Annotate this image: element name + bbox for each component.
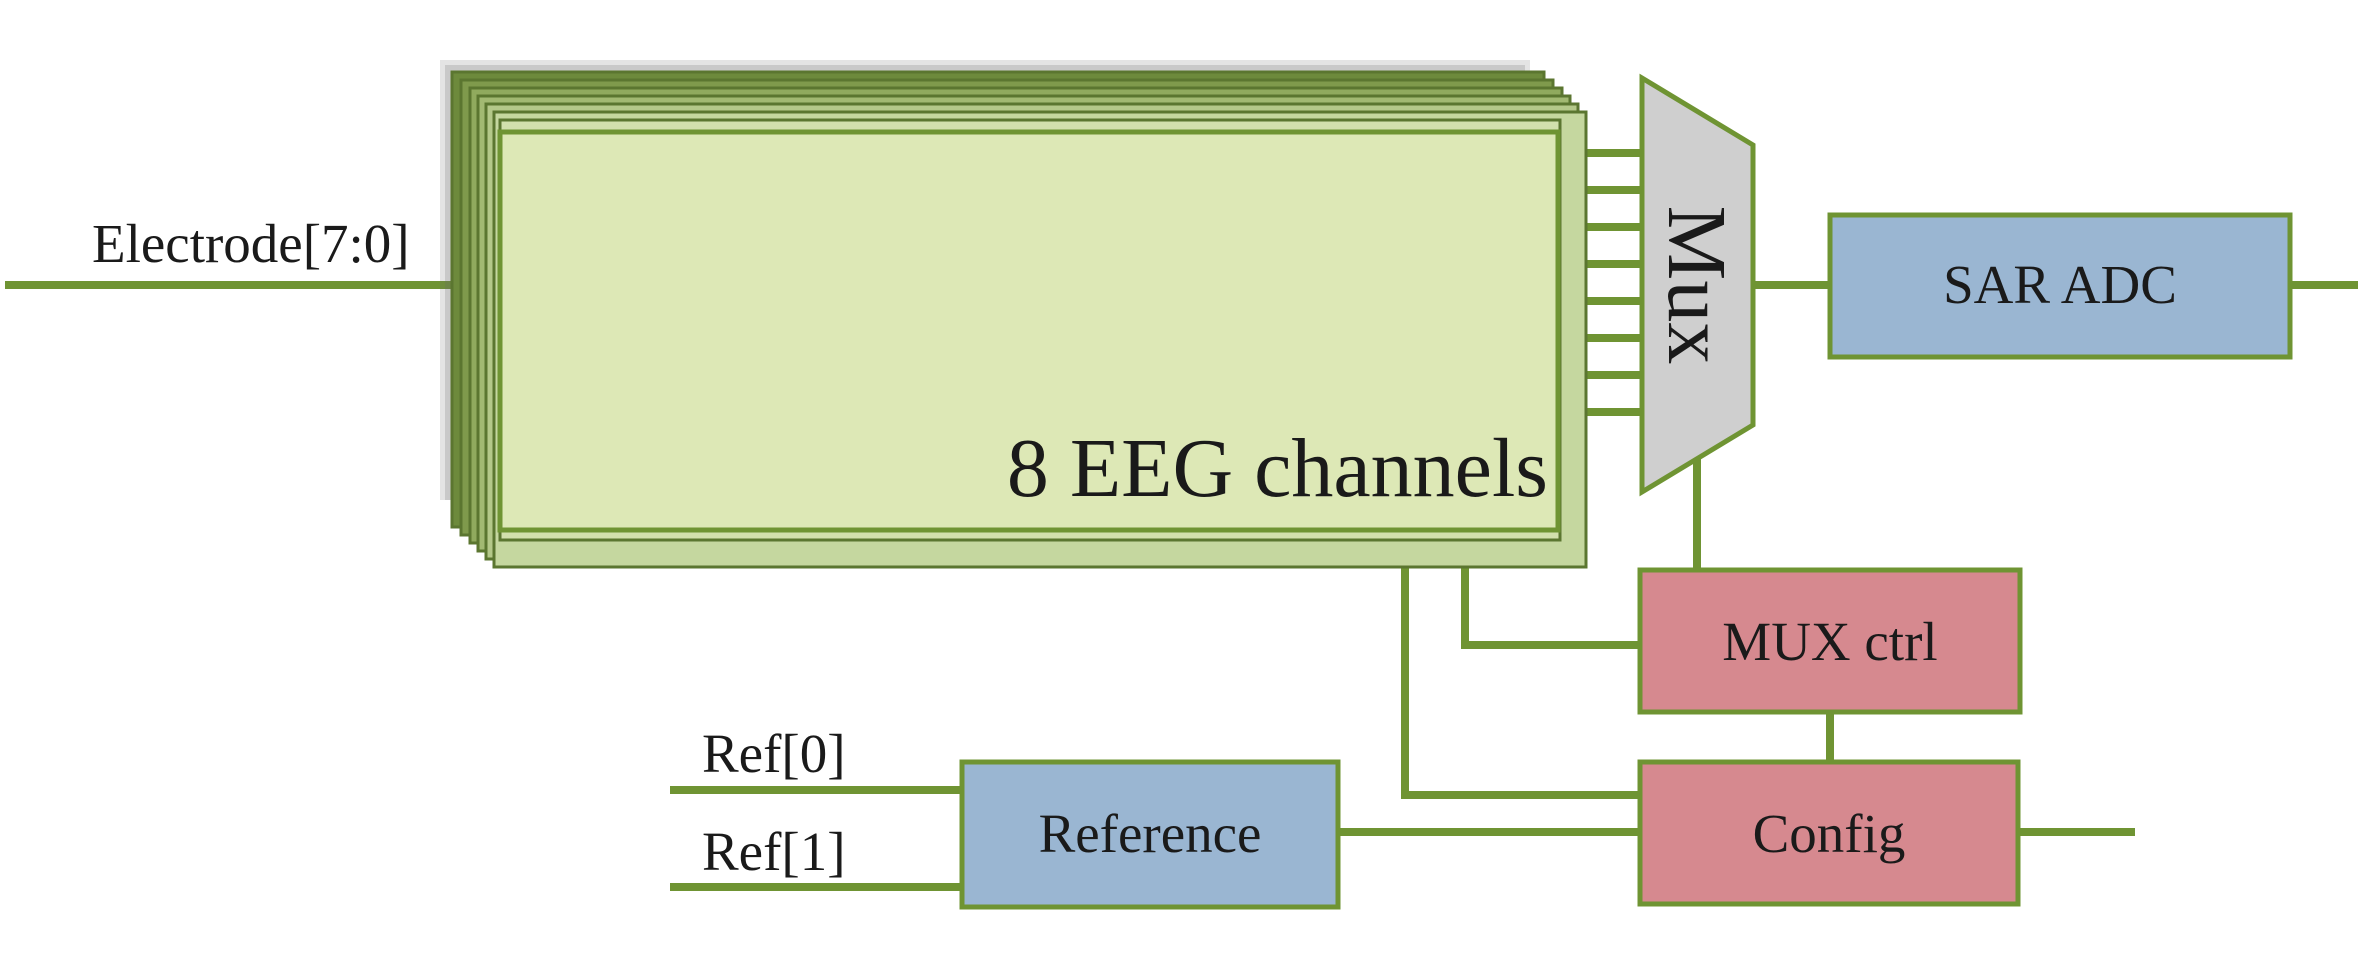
electrode-input-label: Electrode[7:0] [92,213,410,274]
ref0-input-label: Ref[0] [702,723,846,784]
mux-label: Mux [1650,206,1743,365]
mux-ctrl-block: MUX ctrl [1637,567,2023,715]
reference-label: Reference [1039,803,1262,864]
eeg-channels-block: 8 EEG channels [440,60,1588,569]
reference-block: Reference [959,759,1341,910]
eeg-channel-front [497,129,1561,533]
mux-block: Mux [1639,73,1756,497]
sar-adc-block: SAR ADC [1827,212,2293,360]
config-label: Config [1753,803,1906,864]
eeg-to-config-wire [1401,530,1640,799]
ref1-input-label: Ref[1] [702,821,846,882]
mux-ctrl-label: MUX ctrl [1722,611,1937,672]
sar-adc-label: SAR ADC [1943,254,2177,315]
config-block: Config [1637,759,2021,907]
eeg-channels-label: 8 EEG channels [1007,422,1548,515]
